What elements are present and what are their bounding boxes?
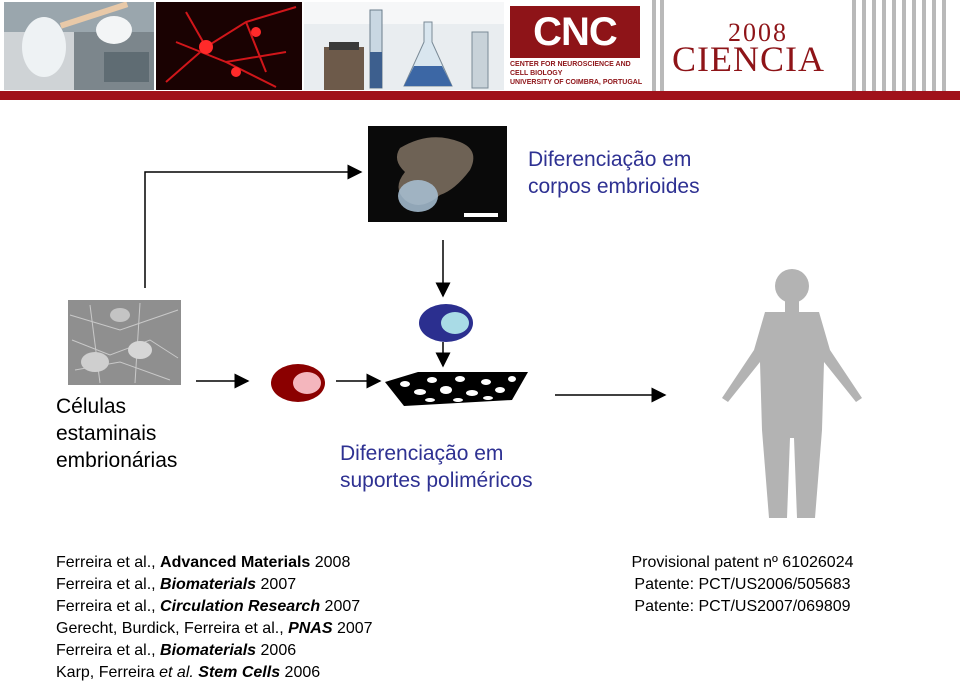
- reference-journal: PNAS: [288, 620, 333, 637]
- reference-year: 2006: [280, 664, 321, 681]
- neuron-photo: [156, 2, 302, 90]
- ciencia-logo-word: CIENCIA: [672, 39, 825, 79]
- reference-year: 2006: [256, 642, 297, 659]
- reference-year: 2007: [256, 576, 297, 593]
- reference-item: Ferreira et al., Circulation Research 20…: [56, 596, 373, 618]
- references-list: Ferreira et al., Advanced Materials 2008…: [56, 552, 373, 684]
- glassware-photo: [304, 2, 504, 90]
- logo-stripe: [902, 0, 906, 91]
- logo-stripe: [862, 0, 866, 91]
- reference-authors: Ferreira et al.,: [56, 642, 161, 659]
- logo-stripe: [652, 0, 656, 91]
- cnc-subtitle-line2: UNIVERSITY OF COIMBRA, PORTUGAL: [510, 79, 643, 86]
- stem-label-line3: embrionárias: [56, 449, 178, 472]
- scaffold-label-line2: suportes poliméricos: [340, 469, 533, 492]
- logo-stripe: [882, 0, 886, 91]
- stem-label-line1: Células: [56, 395, 127, 418]
- header-red-bar: [0, 91, 960, 100]
- reference-authors: Ferreira et al.,: [56, 598, 161, 615]
- logo-stripe: [942, 0, 946, 91]
- reference-authors: Ferreira et al.,: [56, 554, 161, 571]
- human-body-icon: [722, 269, 862, 518]
- patent-item: Patente: PCT/US2006/505683: [634, 576, 851, 593]
- reference-journal: Advanced Materials: [160, 554, 311, 571]
- diagram-canvas: [68, 126, 862, 518]
- reference-year: 2007: [332, 620, 373, 637]
- logo-stripe: [922, 0, 926, 91]
- stem-cell-micrograph: [68, 300, 181, 385]
- logo-stripe: [852, 0, 856, 91]
- embryoid-label-line2: corpos embrioides: [528, 175, 700, 198]
- patents-list: Provisional patent nº 61026024 Patente: …: [600, 552, 885, 618]
- logo-stripe: [872, 0, 876, 91]
- stem-cell-label: Células estaminais embrionárias: [56, 393, 177, 474]
- blue-cell-icon: [419, 304, 473, 342]
- polymeric-scaffold-label: Diferenciação em suportes poliméricos: [340, 440, 533, 494]
- header-banner: CNC CENTER FOR NEUROSCIENCE AND CELL BIO…: [0, 0, 960, 100]
- stem-label-line2: estaminais: [56, 422, 157, 445]
- logo-stripe: [932, 0, 936, 91]
- logo-stripe: [660, 0, 664, 91]
- reference-item: Ferreira et al., Biomaterials 2007: [56, 574, 373, 596]
- reference-authors: Karp, Ferreira: [56, 664, 160, 681]
- patent-item: Patente: PCT/US2007/069809: [634, 598, 851, 615]
- reference-item: Ferreira et al., Biomaterials 2006: [56, 640, 373, 662]
- logo-stripe: [912, 0, 916, 91]
- reference-journal: Biomaterials: [160, 576, 257, 593]
- reference-item: Gerecht, Burdick, Ferreira et al., PNAS …: [56, 618, 373, 640]
- reference-journal: Circulation Research: [160, 598, 321, 615]
- reference-item: Karp, Ferreira et al. Stem Cells 2006: [56, 662, 373, 684]
- reference-journal: Biomaterials: [160, 642, 257, 659]
- reference-year: 2007: [320, 598, 361, 615]
- logo-stripe: [892, 0, 896, 91]
- arrow-to-embryoid-body: [144, 164, 363, 288]
- cnc-logo-subtitle: CENTER FOR NEUROSCIENCE AND CELL BIOLOGY…: [510, 60, 650, 87]
- scaffold-label-line1: Diferenciação em: [340, 442, 504, 465]
- reference-authors-italic: et al.: [159, 664, 194, 681]
- reference-authors: Ferreira et al.,: [56, 576, 161, 593]
- polymeric-scaffold-icon: [385, 372, 528, 406]
- embryoid-label-line1: Diferenciação em: [528, 148, 692, 171]
- reference-item: Ferreira et al., Advanced Materials 2008: [56, 552, 373, 574]
- red-cell-icon: [271, 364, 325, 402]
- lab-hands-photo: [4, 2, 154, 90]
- ciencia-logo-year: 2008: [728, 18, 788, 47]
- reference-authors: Gerecht, Burdick, Ferreira et al.,: [56, 620, 289, 637]
- embryoid-body-micrograph: [368, 126, 507, 222]
- cnc-logo: CNC: [510, 6, 640, 58]
- reference-year: 2008: [310, 554, 351, 571]
- embryoid-body-label: Diferenciação em corpos embrioides: [528, 146, 700, 200]
- patent-item: Provisional patent nº 61026024: [631, 554, 854, 571]
- reference-journal: Stem Cells: [193, 664, 281, 681]
- cnc-subtitle-line1: CENTER FOR NEUROSCIENCE AND CELL BIOLOGY: [510, 61, 631, 77]
